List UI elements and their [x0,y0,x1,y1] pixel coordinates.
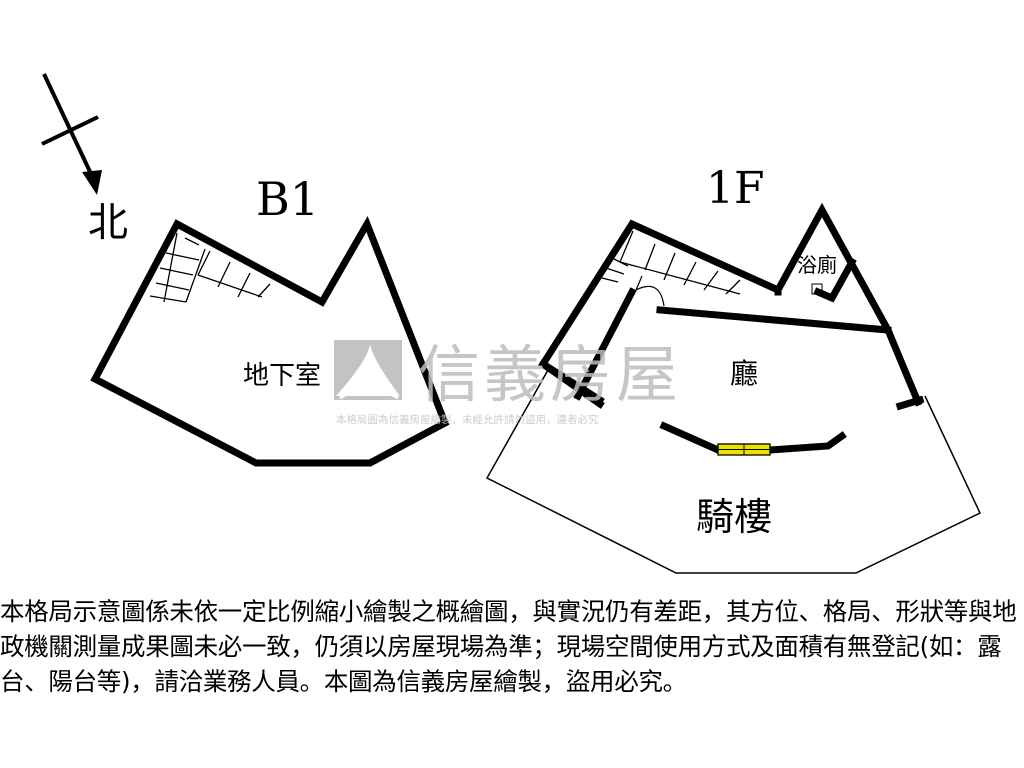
watermark-logo-icon [334,340,402,400]
b1-stairs [149,232,271,303]
f1-bath-partition [813,257,857,303]
compass-arrowhead-icon [82,170,102,195]
f1-right-stub [895,395,925,411]
compass-crossbar [41,115,99,146]
disclaimer-text: 本格局示意圖係未依一定比例縮小繪製之概繪圖，與實況仍有差距，其方位、格局、形狀等… [0,597,1017,696]
b1-room-label: 地下室 [243,361,321,391]
arcade-outline [485,369,981,574]
f1-hall-top-wall [656,306,892,334]
f1-hall-label: 廳 [730,357,758,390]
b1-outline [90,215,450,467]
b1-title: B1 [256,172,319,226]
compass: 北 [41,73,128,246]
compass-needle [42,73,94,177]
door-swing [635,285,665,307]
f1-inner-wall [573,287,637,401]
b1-plan: B1 地下室 [90,172,450,467]
f1-stairs [601,230,741,295]
north-label: 北 [88,200,128,246]
f1-bathroom-label: 浴廁 [797,253,837,277]
bath-fixture [811,283,823,295]
f1-arcade-label: 騎樓 [696,495,772,539]
f1-plan: 1F [485,163,981,574]
watermark-notice: 本格局圖為信義房屋繪製，未經允許請勿盜用，違者必究 [336,413,599,426]
door-leaf [635,275,643,291]
f1-walls [538,202,925,454]
watermark-brand: 信義房屋 [418,338,682,411]
watermark: 信義房屋 本格局圖為信義房屋繪製，未經允許請勿盜用，違者必究 [334,338,682,426]
f1-title: 1F [706,163,765,214]
front-window [717,443,771,456]
